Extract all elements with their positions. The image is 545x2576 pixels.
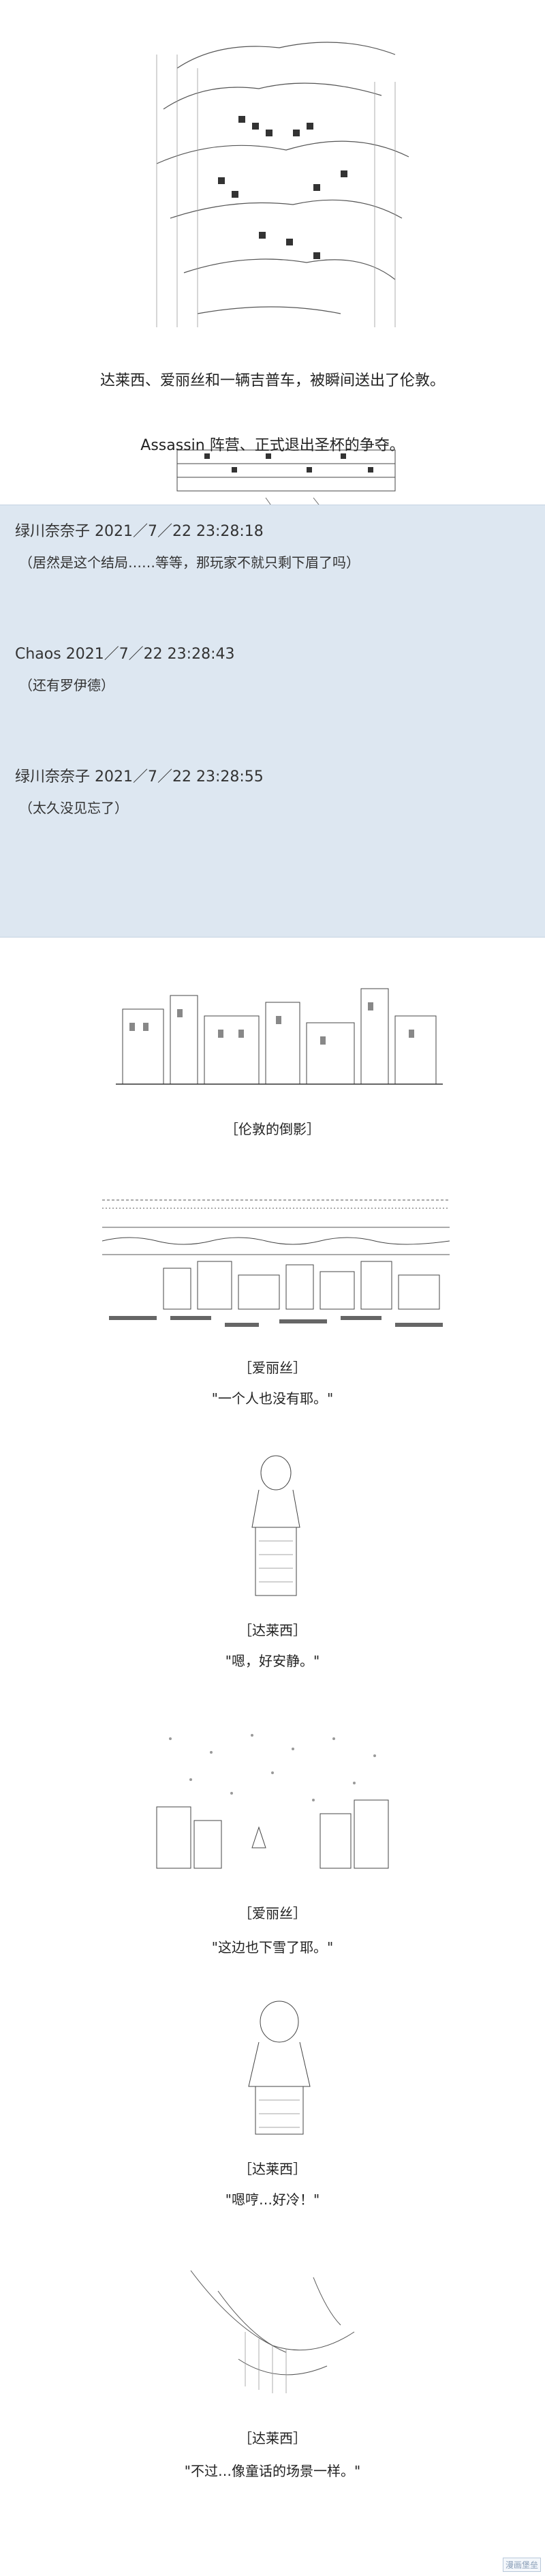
ascii-art-hands-snow xyxy=(177,2250,382,2407)
comment-2-text: （还有罗伊德） xyxy=(19,677,114,693)
site-watermark: 漫画堡垒 xyxy=(502,2558,541,2572)
panel-6-line: "这边也下雪了耶。" xyxy=(211,1939,334,1956)
comment-2-header: Chaos 2021／7／22 23:28:43 xyxy=(15,646,235,663)
panel-8-line: "不过…像童话的场景一样。" xyxy=(184,2463,361,2479)
reader-comments-box: 绿川奈奈子 2021／7／22 23:28:18 （居然是这个结局……等等，那玩… xyxy=(0,505,545,938)
ascii-art-snowy-town xyxy=(150,1725,395,1882)
comment-1-header: 绿川奈奈子 2021／7／22 23:28:18 xyxy=(15,523,264,540)
panel-7-speaker: ［达莱西］ xyxy=(238,2161,307,2177)
panel-7-line: "嗯哼…好冷！" xyxy=(225,2191,320,2208)
panel-2-caption: Assassin 阵营、正式退出圣杯的争夺。 xyxy=(140,437,405,454)
comment-3-header: 绿川奈奈子 2021／7／22 23:28:55 xyxy=(15,768,264,785)
panel-3-caption: ［伦敦的倒影］ xyxy=(225,1121,320,1137)
comment-1-text: （居然是这个结局……等等，那玩家不就只剩下眉了吗） xyxy=(19,554,360,571)
comment-3-text: （太久没见忘了） xyxy=(19,800,128,816)
ascii-art-jeep-panel xyxy=(136,27,422,348)
panel-6-speaker: ［爱丽丝］ xyxy=(238,1905,307,1921)
ascii-art-dalessi-figure xyxy=(238,1452,313,1602)
panel-4-speaker: ［爱丽丝］ xyxy=(238,1360,307,1376)
panel-5-line: "嗯，好安静。" xyxy=(225,1653,320,1669)
panel-8-speaker: ［达莱西］ xyxy=(238,2430,307,2446)
panel-5-speaker: ［达莱西］ xyxy=(238,1622,307,1638)
panel-4-line: "一个人也没有耶。" xyxy=(211,1390,334,1407)
ascii-art-empty-town xyxy=(102,1186,450,1343)
ascii-art-dalessi-closeup xyxy=(238,1998,320,2141)
ascii-art-london-reflection xyxy=(116,982,443,1098)
panel-1-caption: 达莱西、爱丽丝和一辆吉普车，被瞬间送出了伦敦。 xyxy=(99,372,445,389)
